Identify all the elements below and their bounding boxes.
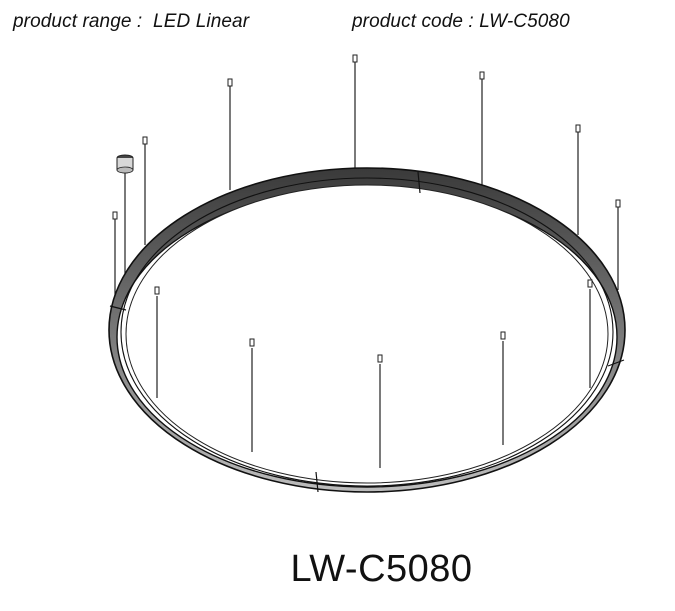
ring-diffuser [125,184,609,484]
product-range-label: product range : LED Linear [13,11,250,32]
product-code-label: product code : LW-C5080 [352,11,570,32]
led-ring [108,167,626,493]
ring-segment-joints [109,171,625,493]
ceiling-canopy-icon [116,154,134,174]
ring-lower-lip [120,177,614,487]
model-number-caption: LW-C5080 [290,548,473,590]
